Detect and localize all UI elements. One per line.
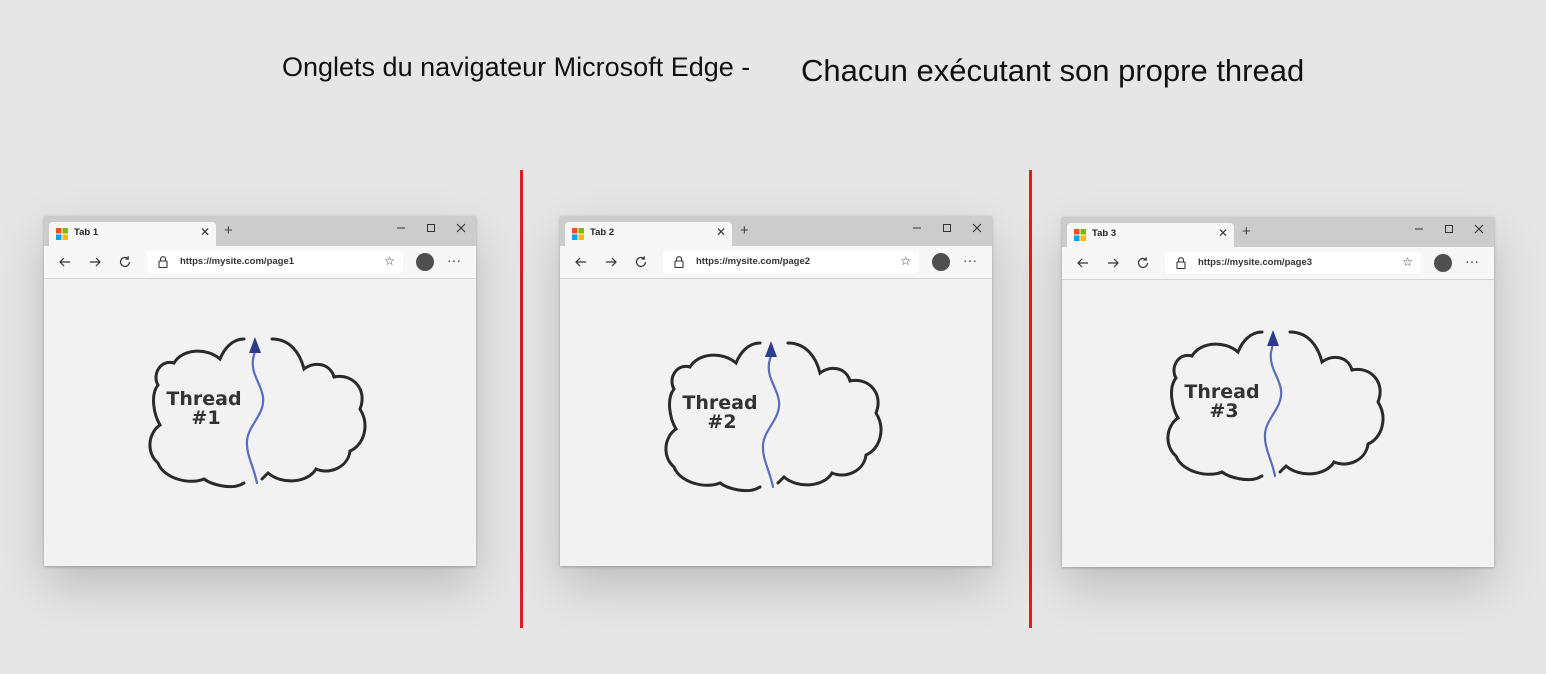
profile-avatar[interactable] (1434, 254, 1452, 272)
browser-tab[interactable]: Tab 3 ✕ (1067, 223, 1234, 247)
refresh-icon[interactable] (118, 255, 132, 269)
tab-close-icon[interactable]: ✕ (1217, 226, 1228, 240)
new-tab-plus-icon[interactable]: + (224, 222, 233, 239)
forward-arrow-icon[interactable] (88, 255, 102, 269)
address-toolbar: https://mysite.com/page1 ☆ ··· (44, 246, 476, 279)
cloud-right-half-outline (1278, 330, 1385, 476)
cloud-right-half-outline (776, 341, 883, 487)
divider-2 (1029, 170, 1032, 628)
back-arrow-icon[interactable] (1076, 256, 1090, 270)
new-tab-plus-icon[interactable]: + (1242, 223, 1251, 240)
profile-avatar[interactable] (416, 253, 434, 271)
window-close-icon[interactable] (1472, 222, 1486, 236)
thread-cloud-illustration: Thread #2 (664, 341, 883, 493)
page-content: Thread #3 (1062, 280, 1494, 567)
microsoft-logo-icon (56, 228, 68, 240)
page-content: Thread #2 (560, 279, 992, 566)
thread-label-line2: #3 (1209, 400, 1238, 422)
url-text: https://mysite.com/page3 (1198, 257, 1313, 268)
address-toolbar: https://mysite.com/page3 ☆ ··· (1062, 247, 1494, 280)
browser-tab[interactable]: Tab 1 ✕ (49, 222, 216, 246)
thread-label-line2: #1 (191, 407, 220, 429)
address-bar[interactable]: https://mysite.com/page2 ☆ (663, 251, 919, 273)
url-text: https://mysite.com/page1 (180, 256, 295, 267)
back-arrow-icon[interactable] (58, 255, 72, 269)
cloud-left-half-outline (664, 341, 762, 493)
thread-arrow-head (765, 341, 777, 357)
diagram-title-part-2: Chacun exécutant son propre thread (801, 53, 1305, 88)
thread-line (761, 353, 781, 489)
tab-bar: Tab 3 ✕ + (1062, 217, 1494, 247)
refresh-icon[interactable] (634, 255, 648, 269)
address-toolbar: https://mysite.com/page2 ☆ ··· (560, 246, 992, 279)
thread-line (245, 349, 265, 485)
browser-tab[interactable]: Tab 2 ✕ (565, 222, 732, 246)
browser-window-3: Tab 3 ✕ + (1062, 217, 1494, 567)
microsoft-logo-icon (1074, 229, 1086, 241)
more-options-icon[interactable]: ··· (1465, 253, 1479, 269)
tab-close-icon[interactable]: ✕ (715, 225, 726, 239)
lock-icon (1176, 257, 1186, 270)
minimize-icon[interactable] (394, 221, 408, 235)
window-close-icon[interactable] (970, 221, 984, 235)
thread-arrow-head (1267, 330, 1279, 346)
forward-arrow-icon[interactable] (1106, 256, 1120, 270)
more-options-icon[interactable]: ··· (963, 252, 977, 268)
back-arrow-icon[interactable] (574, 255, 588, 269)
window-close-icon[interactable] (454, 221, 468, 235)
browser-window-2: Tab 2 ✕ + (560, 216, 992, 566)
lock-icon (674, 256, 684, 269)
thread-arrow-head (249, 337, 261, 353)
favorite-star-icon[interactable]: ☆ (900, 254, 911, 268)
thread-label-line1: Thread (166, 388, 241, 410)
new-tab-plus-icon[interactable]: + (740, 222, 749, 239)
thread-cloud-illustration: Thread #3 (1166, 330, 1385, 482)
thread-label-line1: Thread (682, 392, 757, 414)
cloud-right-half-outline (260, 337, 367, 483)
thread-label-line2: #2 (707, 411, 736, 433)
minimize-icon[interactable] (1412, 222, 1426, 236)
minimize-icon[interactable] (910, 221, 924, 235)
page-content: Thread #1 (44, 279, 476, 566)
browser-window-1: Tab 1 ✕ + (44, 216, 476, 566)
tab-label: Tab 3 (1092, 228, 1117, 239)
address-bar[interactable]: https://mysite.com/page1 ☆ (147, 251, 403, 273)
forward-arrow-icon[interactable] (604, 255, 618, 269)
address-bar[interactable]: https://mysite.com/page3 ☆ (1165, 252, 1421, 274)
cloud-left-half-outline (148, 337, 246, 489)
maximize-icon[interactable] (424, 221, 438, 235)
maximize-icon[interactable] (1442, 222, 1456, 236)
url-text: https://mysite.com/page2 (696, 256, 811, 267)
thread-cloud-illustration: Thread #1 (148, 337, 367, 489)
favorite-star-icon[interactable]: ☆ (384, 254, 395, 268)
divider-1 (520, 170, 523, 628)
maximize-icon[interactable] (940, 221, 954, 235)
microsoft-logo-icon (572, 228, 584, 240)
cloud-left-half-outline (1166, 330, 1264, 482)
diagram-title-part-1: Onglets du navigateur Microsoft Edge - (282, 52, 751, 82)
profile-avatar[interactable] (932, 253, 950, 271)
lock-icon (158, 256, 168, 269)
tab-label: Tab 2 (590, 227, 615, 238)
refresh-icon[interactable] (1136, 256, 1150, 270)
more-options-icon[interactable]: ··· (447, 252, 461, 268)
thread-label-line1: Thread (1184, 381, 1259, 403)
tab-close-icon[interactable]: ✕ (199, 225, 210, 239)
tab-bar: Tab 2 ✕ + (560, 216, 992, 246)
tab-label: Tab 1 (74, 227, 99, 238)
favorite-star-icon[interactable]: ☆ (1402, 255, 1413, 269)
tab-bar: Tab 1 ✕ + (44, 216, 476, 246)
thread-line (1263, 342, 1283, 478)
